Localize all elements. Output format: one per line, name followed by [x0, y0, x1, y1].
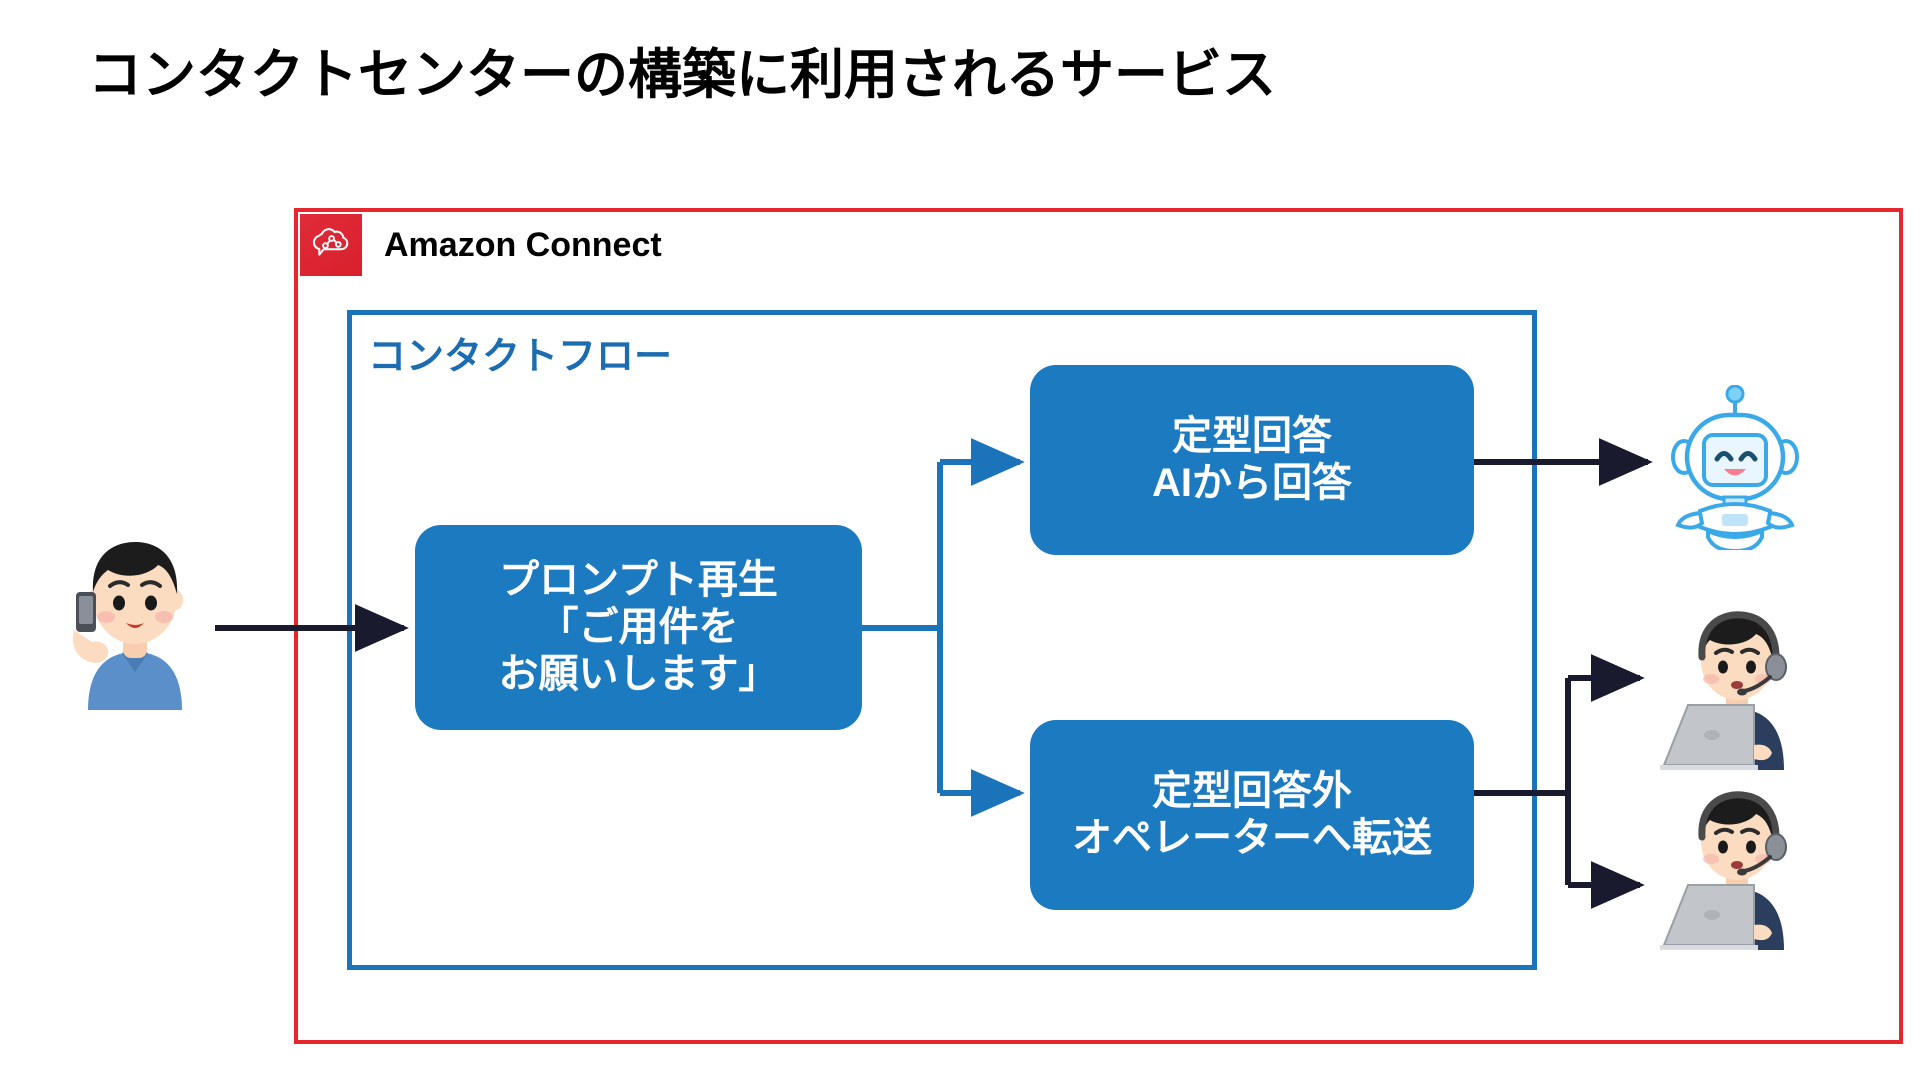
- page-title: コンタクトセンターの構築に利用されるサービス: [88, 45, 1276, 105]
- chatbot-robot-icon: [1660, 384, 1810, 554]
- node-prompt-playback[interactable]: プロンプト再生 「ご用件を お願いします」: [415, 525, 862, 730]
- person-on-phone-icon: [60, 510, 210, 710]
- contact-flow-boundary: [347, 310, 1537, 970]
- node-prompt-line-2: 「ご用件を: [538, 604, 739, 649]
- operator-headset-laptop-icon: [1650, 785, 1815, 950]
- node-prompt-line-1: プロンプト再生: [499, 557, 778, 602]
- node-standard-answer-ai[interactable]: 定型回答 AIから回答: [1030, 365, 1474, 555]
- node-transfer-line-2: オペレーターへ転送: [1072, 816, 1432, 860]
- amazon-connect-label: Amazon Connect: [384, 225, 662, 264]
- node-transfer-to-operator[interactable]: 定型回答外 オペレーターへ転送: [1030, 720, 1474, 910]
- node-faq-line-2: AIから回答: [1152, 461, 1352, 505]
- amazon-connect-badge: Amazon Connect: [300, 214, 662, 276]
- node-transfer-line-1: 定型回答外: [1152, 768, 1352, 813]
- node-faq-line-1: 定型回答: [1172, 413, 1332, 458]
- operator-headset-laptop-icon: [1650, 605, 1815, 770]
- amazon-connect-icon: [300, 214, 362, 276]
- node-prompt-line-3: お願いします」: [498, 652, 779, 697]
- contact-flow-label: コンタクトフロー: [368, 336, 673, 378]
